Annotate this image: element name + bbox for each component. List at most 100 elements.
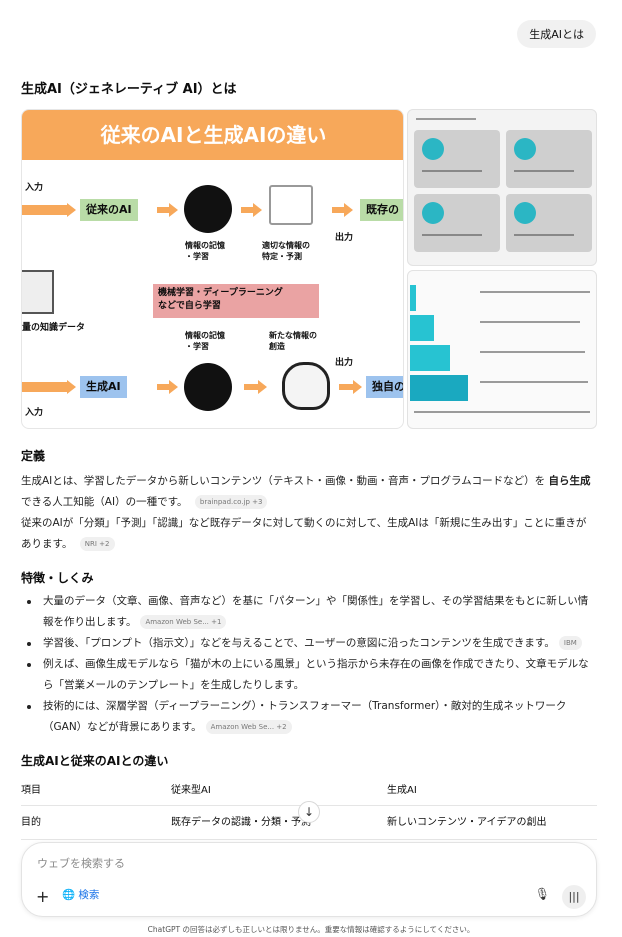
voice-mode-button[interactable]: ||| xyxy=(562,885,586,909)
image-icon xyxy=(422,138,444,160)
table-header-cell: 生成AI xyxy=(387,785,417,796)
arrowhead-1 xyxy=(169,203,178,217)
citation-badge[interactable]: IBM xyxy=(558,636,582,650)
list-item-text: 大量のデータ（文章、画像、音声など）を基に「パターン」や「関係性」を学習し、その… xyxy=(43,595,589,628)
side-image-2[interactable] xyxy=(407,270,597,429)
globe-icon: 🌐 xyxy=(62,889,76,901)
bar-3 xyxy=(410,345,450,371)
bullet-dot xyxy=(27,600,31,604)
table-header-cell: 従来型AI xyxy=(171,785,211,796)
arrow-6 xyxy=(339,384,353,390)
plus-icon: + xyxy=(36,887,50,906)
output-label-2: 出力 xyxy=(335,358,354,368)
citation-badge[interactable]: NRI +2 xyxy=(79,537,115,551)
disclaimer-footer: ChatGPT の回答は必ずしも正しいとは限りません。重要な情報は確認するように… xyxy=(147,925,475,934)
table-cell: 目的 xyxy=(21,817,41,828)
tile-line xyxy=(422,234,482,236)
comparison-heading: 生成AIと従来のAIとの違い xyxy=(21,754,169,768)
side-header-line xyxy=(416,118,476,120)
citation-badge[interactable]: Amazon Web Se... +2 xyxy=(205,720,292,734)
microphone-icon: 🎙 xyxy=(534,887,550,901)
memory-learning-label-2: 情報の記憶 ・学習 xyxy=(185,331,225,351)
line-4 xyxy=(480,381,588,383)
definition-paragraph-1: 生成AIとは、学習したデータから新しいコンテンツ（テキスト・画像・動画・音声・プ… xyxy=(21,471,591,513)
gear-icon xyxy=(184,185,232,233)
attach-plus-button[interactable]: + xyxy=(36,887,49,906)
tile-line xyxy=(514,170,574,172)
tile-line xyxy=(422,170,482,172)
arrowhead-5 xyxy=(258,380,267,394)
arrow-2 xyxy=(241,207,253,213)
waveform-icon: ||| xyxy=(568,890,580,903)
arrowhead-2 xyxy=(253,203,262,217)
line-5 xyxy=(414,411,590,413)
message-composer[interactable]: ウェブを検索する + 🌐 検索 🎙 ||| xyxy=(21,842,597,917)
bullet-dot xyxy=(27,642,31,646)
chat-icon xyxy=(422,202,444,224)
video-icon xyxy=(514,138,536,160)
search-label: 検索 xyxy=(78,889,100,901)
memory-learning-label: 情報の記憶 ・学習 xyxy=(185,241,225,261)
list-item-text: 例えば、画像生成モデルなら「猫が木の上にいる風景」という指示から未存在の画像を作… xyxy=(43,658,589,691)
input-label: 入力 xyxy=(25,183,44,193)
comparison-image[interactable]: 従来のAIと生成AIの違い 入力 従来のAI 情報の記憶 ・学習 適切な情報の … xyxy=(21,109,404,429)
knowledge-data-label: 量の知識データ xyxy=(22,323,86,333)
tile-4 xyxy=(506,194,592,252)
answer-title: 生成AI（ジェネレーティブ AI）とは xyxy=(21,82,237,97)
input-arrow-2 xyxy=(22,382,67,392)
generative-ai-box: 生成AI xyxy=(80,376,127,398)
tile-2 xyxy=(506,130,592,188)
list-item: 学習後、「プロンプト（指示文）」などを与えることで、ユーザーの意図に沿ったコンテ… xyxy=(21,633,593,654)
chart-icon xyxy=(269,185,313,225)
definition-paragraph-2: 従来のAIが「分類」「予測」「認識」など既存データに対して動くのに対して、生成A… xyxy=(21,513,591,555)
output-label: 出力 xyxy=(335,233,354,243)
list-item-text: 技術的には、深層学習（ディープラーニング）・トランスフォーマー（Transfor… xyxy=(43,700,567,733)
database-icon xyxy=(22,270,54,314)
input-arrowhead-2 xyxy=(67,380,76,394)
image-banner: 従来のAIと生成AIの違い xyxy=(22,110,403,160)
table-cell: 新しいコンテンツ・アイデアの創出 xyxy=(387,817,547,828)
existing-box: 既存の xyxy=(360,199,403,221)
bar-2 xyxy=(410,315,434,341)
table-cell: 既存データの認識・分類・予測 xyxy=(171,817,311,828)
citation-badge[interactable]: Amazon Web Se... +1 xyxy=(140,615,227,629)
list-item: 大量のデータ（文章、画像、音声など）を基に「パターン」や「関係性」を学習し、その… xyxy=(21,591,593,633)
arrow-5 xyxy=(244,384,258,390)
microphone-button[interactable]: 🎙 xyxy=(535,887,550,901)
side-image-1[interactable] xyxy=(407,109,597,266)
tile-line xyxy=(514,234,574,236)
table-row: 目的 既存データの認識・分類・予測 新しいコンテンツ・アイデアの創出 xyxy=(21,806,597,840)
arrowhead-3 xyxy=(344,203,353,217)
table-header-cell: 項目 xyxy=(21,785,41,796)
unique-box: 独自の xyxy=(366,376,403,398)
web-search-button[interactable]: 🌐 検索 xyxy=(62,887,99,902)
arrow-1 xyxy=(157,207,169,213)
input-arrowhead xyxy=(67,203,76,217)
arrow-4 xyxy=(157,384,169,390)
input-arrow xyxy=(22,205,67,215)
arrowhead-6 xyxy=(353,380,362,394)
gear-icon-2 xyxy=(184,363,232,411)
input-label-2: 入力 xyxy=(25,408,44,418)
tile-1 xyxy=(414,130,500,188)
tile-3 xyxy=(414,194,500,252)
definition-text-2: 従来のAIが「分類」「予測」「認識」など既存データに対して動くのに対して、生成A… xyxy=(21,517,587,550)
conventional-ai-box: 従来のAI xyxy=(80,199,138,221)
scroll-down-button[interactable]: ↓ xyxy=(298,801,320,823)
list-item-text: 学習後、「プロンプト（指示文）」などを与えることで、ユーザーの意図に沿ったコンテ… xyxy=(43,637,555,649)
citation-badge[interactable]: brainpad.co.jp +3 xyxy=(194,495,268,509)
definition-text-bold: 自ら生成 xyxy=(548,475,591,487)
bar-4 xyxy=(410,375,468,401)
bar-1 xyxy=(410,285,416,311)
definition-heading: 定義 xyxy=(21,449,46,463)
list-item: 技術的には、深層学習（ディープラーニング）・トランスフォーマー（Transfor… xyxy=(21,696,593,738)
audio-icon xyxy=(514,202,536,224)
definition-text-c: できる人工知能（AI）の一種です。 xyxy=(21,496,188,508)
line-3 xyxy=(480,351,585,353)
brain-head-icon xyxy=(282,362,330,410)
features-list: 大量のデータ（文章、画像、音声など）を基に「パターン」や「関係性」を学習し、その… xyxy=(21,591,593,738)
features-heading: 特徴・しくみ xyxy=(21,571,94,585)
ml-dl-box: 機械学習・ディープラーニング などで自ら学習 xyxy=(153,284,319,318)
prompt-input[interactable]: ウェブを検索する xyxy=(37,857,125,870)
identify-predict-label: 適切な情報の 特定・予測 xyxy=(262,241,310,261)
